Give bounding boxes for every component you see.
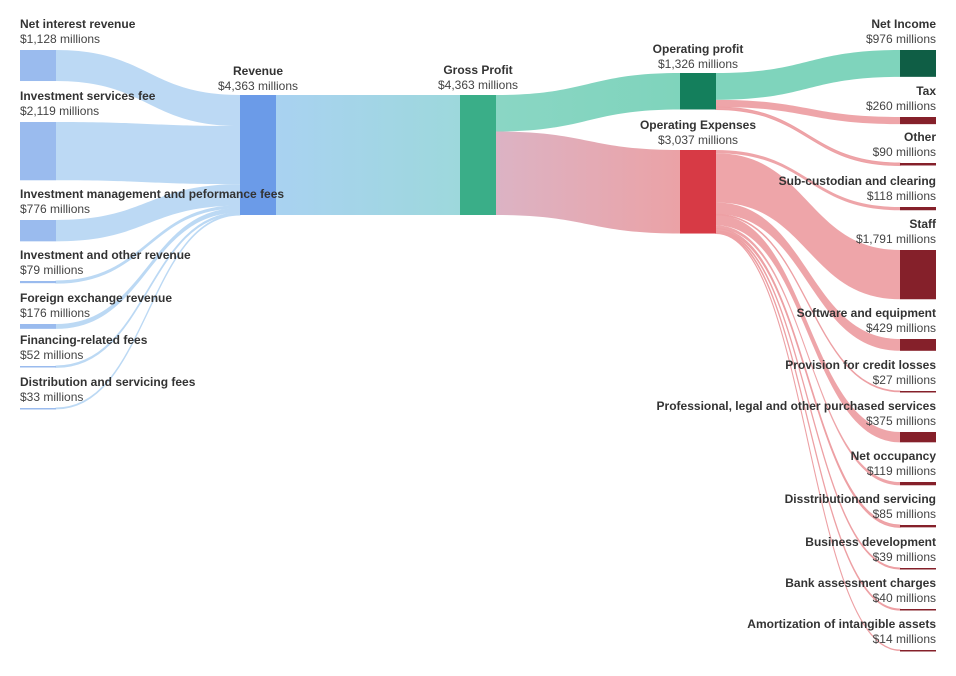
node-value-dis: $85 millions: [873, 507, 936, 521]
node-dis: [900, 525, 936, 528]
node-label-nir: Net interest revenue: [20, 17, 136, 31]
node-value-op: $1,326 millions: [658, 57, 738, 71]
node-value-nir: $1,128 millions: [20, 32, 100, 46]
node-label-op: Operating profit: [653, 42, 744, 56]
node-nocc: [900, 482, 936, 486]
node-stf: [900, 250, 936, 300]
node-value-oth: $90 millions: [873, 145, 936, 159]
node-label-nocc: Net occupancy: [851, 449, 937, 463]
link-imp-rev: [56, 184, 240, 242]
node-ni: [900, 50, 936, 77]
node-value-frf: $52 millions: [20, 348, 83, 362]
link-opex-stf: [716, 153, 900, 300]
link-gp-opex: [496, 131, 680, 234]
node-value-swe: $429 millions: [866, 321, 936, 335]
node-label-rev: Revenue: [233, 64, 283, 78]
node-label-stf: Staff: [909, 217, 937, 231]
labels-layer: Net interest revenue$1,128 millionsInves…: [20, 17, 937, 646]
node-imp: [20, 220, 56, 242]
node-value-ni: $976 millions: [866, 32, 936, 46]
node-label-bac: Bank assessment charges: [785, 576, 936, 590]
link-opex-plp: [716, 215, 900, 443]
node-op: [680, 73, 716, 110]
node-value-dsf: $33 millions: [20, 390, 83, 404]
node-isf: [20, 122, 56, 181]
node-nir: [20, 50, 56, 82]
node-label-imp: Investment management and peformance fee…: [20, 187, 284, 201]
node-label-ior: Investment and other revenue: [20, 248, 191, 262]
node-value-aia: $14 millions: [873, 632, 936, 646]
node-value-fxr: $176 millions: [20, 306, 90, 320]
node-label-fxr: Foreign exchange revenue: [20, 291, 172, 305]
link-gp-op: [496, 73, 680, 132]
node-value-stf: $1,791 millions: [856, 232, 936, 246]
node-rev: [240, 95, 276, 215]
node-value-bac: $40 millions: [873, 591, 936, 605]
node-label-oth: Other: [904, 130, 936, 144]
node-label-pcl: Provision for credit losses: [785, 358, 936, 372]
node-swe: [900, 339, 936, 351]
node-gp: [460, 95, 496, 215]
node-bac: [900, 609, 936, 611]
node-value-bd: $39 millions: [873, 550, 936, 564]
node-label-dis: Disstributionand servicing: [785, 492, 936, 506]
node-scc: [900, 207, 936, 211]
node-label-aia: Amortization of intangible assets: [747, 617, 936, 631]
link-opex-scc: [716, 150, 900, 211]
node-aia: [900, 650, 936, 652]
node-frf: [20, 366, 56, 368]
link-opex-dis: [715, 228, 901, 528]
node-value-imp: $776 millions: [20, 202, 90, 216]
node-value-plp: $375 millions: [866, 414, 936, 428]
node-label-frf: Financing-related fees: [20, 333, 148, 347]
link-opex-swe: [716, 202, 900, 351]
link-op-tax: [716, 99, 900, 125]
node-label-swe: Software and equipment: [797, 306, 936, 320]
link-nir-rev: [56, 50, 240, 127]
node-value-nocc: $119 millions: [867, 464, 936, 478]
node-fxr: [20, 324, 56, 329]
node-value-opex: $3,037 millions: [658, 133, 738, 147]
node-label-bd: Business development: [805, 535, 936, 549]
node-ior: [20, 281, 56, 284]
node-label-ni: Net Income: [871, 17, 936, 31]
node-label-dsf: Distribution and servicing fees: [20, 375, 196, 389]
link-fxr-rev: [56, 207, 240, 329]
link-opex-nocc: [716, 225, 900, 486]
node-plp: [900, 432, 936, 443]
node-value-pcl: $27 millions: [873, 373, 936, 387]
link-isf-rev: [56, 122, 240, 185]
node-value-tax: $260 millions: [866, 99, 936, 113]
node-value-ior: $79 millions: [20, 263, 83, 277]
node-tax: [900, 117, 936, 125]
link-rev-gp: [276, 95, 460, 215]
nodes-layer: [20, 50, 936, 652]
node-dsf: [20, 408, 56, 410]
node-value-gp: $4,363 millions: [438, 78, 518, 92]
node-label-plp: Professional, legal and other purchased …: [657, 399, 937, 413]
link-op-ni: [716, 50, 900, 100]
node-label-opex: Operating Expenses: [640, 118, 756, 132]
node-value-isf: $2,119 millions: [20, 104, 99, 118]
node-label-isf: Investment services fee: [20, 89, 156, 103]
node-value-scc: $118 millions: [867, 189, 936, 203]
node-oth: [900, 163, 936, 166]
node-value-rev: $4,363 millions: [218, 79, 298, 93]
node-label-tax: Tax: [916, 84, 936, 98]
node-bd: [900, 568, 936, 570]
node-opex: [680, 150, 716, 234]
node-label-scc: Sub-custodian and clearing: [779, 174, 936, 188]
node-label-gp: Gross Profit: [443, 63, 512, 77]
node-pcl: [900, 391, 936, 393]
